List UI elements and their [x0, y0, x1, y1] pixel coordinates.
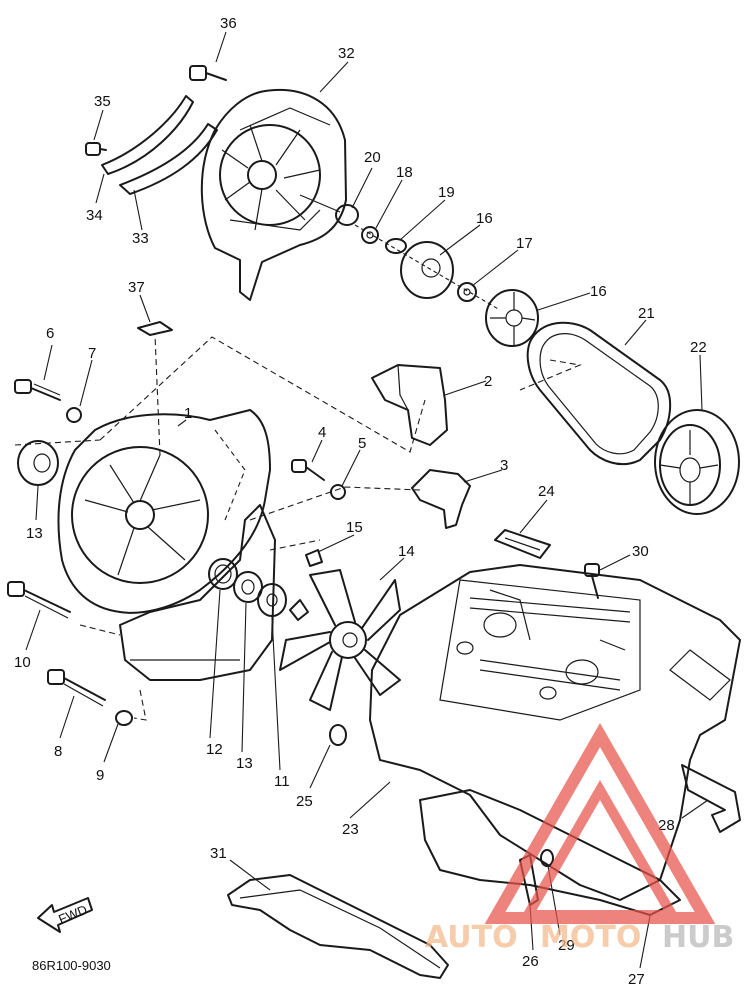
- watermark-text-moto: MOTO: [540, 920, 641, 955]
- callout-19: 19: [438, 184, 455, 201]
- part-19-spacer: [385, 238, 407, 254]
- callout-26: 26: [522, 953, 539, 970]
- part-13-bearing-left: [17, 440, 59, 486]
- callout-35: 35: [94, 93, 111, 110]
- callout-17: 17: [516, 235, 533, 252]
- part-10-bolt: [7, 581, 71, 619]
- callout-15: 15: [346, 519, 363, 536]
- part-13-bearing-center: [233, 571, 263, 603]
- callout-25: 25: [296, 793, 313, 810]
- part-15-pin: [305, 549, 323, 567]
- part-3-bracket: [411, 469, 471, 529]
- callout-10: 10: [14, 654, 31, 671]
- callout-2: 2: [484, 373, 492, 390]
- watermark-logo-icon: [484, 722, 716, 924]
- part-2-duct: [371, 364, 448, 446]
- part-12-circlip: [208, 558, 238, 590]
- part-25-plug: [329, 724, 347, 746]
- callout-7: 7: [88, 345, 96, 362]
- callout-3: 3: [500, 457, 508, 474]
- part-1-cover: [57, 409, 271, 614]
- assembly-lines: [14, 334, 582, 721]
- part-35-screw: [85, 142, 107, 156]
- callout-numbers: 36 32 35 34 33 20 18 19 16 17 16 21 22 3…: [14, 15, 707, 988]
- callout-5: 5: [358, 435, 366, 452]
- part-4-bolt: [291, 459, 325, 481]
- callout-16-upper: 16: [476, 210, 493, 227]
- callout-24: 24: [538, 483, 555, 500]
- part-5-nut: [330, 484, 346, 500]
- part-6-bolt: [14, 379, 61, 401]
- part-22-pulley: [654, 409, 740, 515]
- callout-29: 29: [558, 937, 575, 954]
- callout-16-lower: 16: [590, 283, 607, 300]
- callout-8: 8: [54, 743, 62, 760]
- callout-12: 12: [206, 741, 223, 758]
- callout-6: 6: [46, 325, 54, 342]
- callout-30: 30: [632, 543, 649, 560]
- part-37-clip: [137, 321, 173, 336]
- part-30-bolt: [584, 563, 600, 599]
- callout-13-left: 13: [26, 525, 43, 542]
- part-33-seal-strip: [119, 123, 218, 195]
- watermark-text-auto: AUTO: [425, 920, 518, 955]
- leader-lines: [25, 31, 709, 969]
- inner-plate: [119, 504, 276, 681]
- watermark-text-hub: HUB: [662, 920, 734, 955]
- callout-21: 21: [638, 305, 655, 322]
- part-34-seal-strip: [101, 95, 194, 175]
- part-14-fan: [279, 569, 401, 711]
- part-16-pulley-half-b: [485, 289, 539, 347]
- callout-34: 34: [86, 207, 103, 224]
- callout-36: 36: [220, 15, 237, 32]
- fwd-label: FWD: [56, 902, 89, 927]
- callout-27: 27: [628, 971, 645, 988]
- callout-14: 14: [398, 543, 415, 560]
- part-7-washer: [66, 407, 82, 423]
- callout-31: 31: [210, 845, 227, 862]
- part-36-bolt: [189, 65, 227, 81]
- part-9-washer: [115, 710, 133, 726]
- callout-33: 33: [132, 230, 149, 247]
- part-29-screw: [540, 849, 554, 867]
- callout-20: 20: [364, 149, 381, 166]
- watermark: AUTO MOTO HUB: [425, 722, 734, 955]
- callout-32: 32: [338, 45, 355, 62]
- part-21-belt: [526, 321, 672, 466]
- part-20-collar: [299, 194, 359, 226]
- callout-23: 23: [342, 821, 359, 838]
- diagram-code: 86R100-9030: [32, 958, 111, 973]
- callout-22: 22: [690, 339, 707, 356]
- part-16-pulley-half-a: [400, 241, 454, 299]
- part-31-guard: [227, 874, 449, 979]
- part-8-bolt: [47, 669, 106, 707]
- callout-18: 18: [396, 164, 413, 181]
- part-17-washer: [457, 282, 477, 302]
- callout-11: 11: [274, 773, 290, 790]
- part-24-label: [494, 529, 551, 559]
- callout-9: 9: [96, 767, 104, 784]
- callout-1: 1: [184, 405, 192, 422]
- callout-28: 28: [658, 817, 675, 834]
- callout-13-center: 13: [236, 755, 253, 772]
- callout-37: 37: [128, 279, 145, 296]
- part-28-strap: [681, 764, 741, 833]
- part-23-housing: [369, 564, 741, 901]
- callout-4: 4: [318, 424, 326, 441]
- fwd-arrow: FWD: [37, 897, 93, 933]
- part-18-washer: [361, 226, 379, 244]
- part-32-air-shroud: [200, 89, 347, 301]
